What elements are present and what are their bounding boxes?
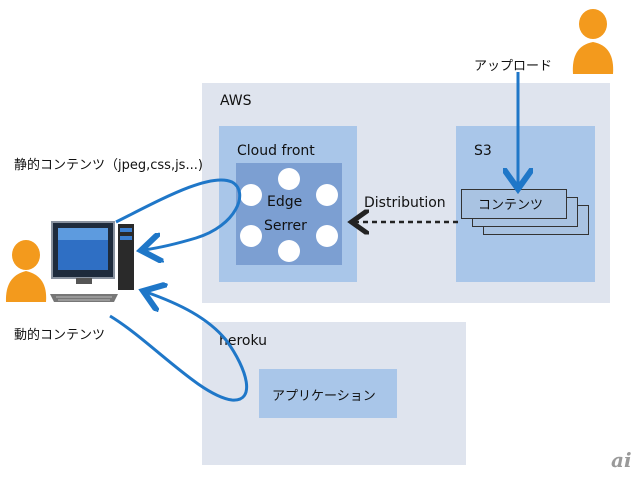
edge-node-top bbox=[278, 168, 300, 190]
edge-node-right-top bbox=[316, 184, 338, 206]
cloudfront-label: Cloud front bbox=[237, 143, 315, 159]
serrer-label: Serrer bbox=[264, 218, 307, 234]
application-box bbox=[259, 369, 397, 418]
upload-label: アップロード bbox=[474, 59, 553, 74]
edge-node-bottom bbox=[278, 240, 300, 262]
application-label: アプリケーション bbox=[272, 389, 376, 404]
content-label: コンテンツ bbox=[478, 198, 544, 213]
computer-icon bbox=[50, 221, 134, 302]
uploader-person-icon bbox=[572, 9, 614, 74]
s3-label: S3 bbox=[474, 143, 492, 159]
edge-node-left-bottom bbox=[240, 225, 262, 247]
client-person-icon bbox=[5, 240, 47, 302]
dynamic-contents-arrow bbox=[109, 292, 249, 402]
edge-label: Edge bbox=[267, 194, 303, 210]
watermark-logo: ai bbox=[611, 448, 632, 472]
aws-label: AWS bbox=[220, 93, 252, 109]
edge-node-left-top bbox=[240, 184, 262, 206]
static-contents-arrow bbox=[115, 178, 242, 250]
edge-node-right-bottom bbox=[316, 225, 338, 247]
distribution-label: Distribution bbox=[364, 195, 446, 211]
dynamic-contents-label: 動的コンテンツ bbox=[14, 328, 106, 343]
static-contents-label: 静的コンテンツ（jpeg,css,js...) bbox=[14, 158, 203, 173]
